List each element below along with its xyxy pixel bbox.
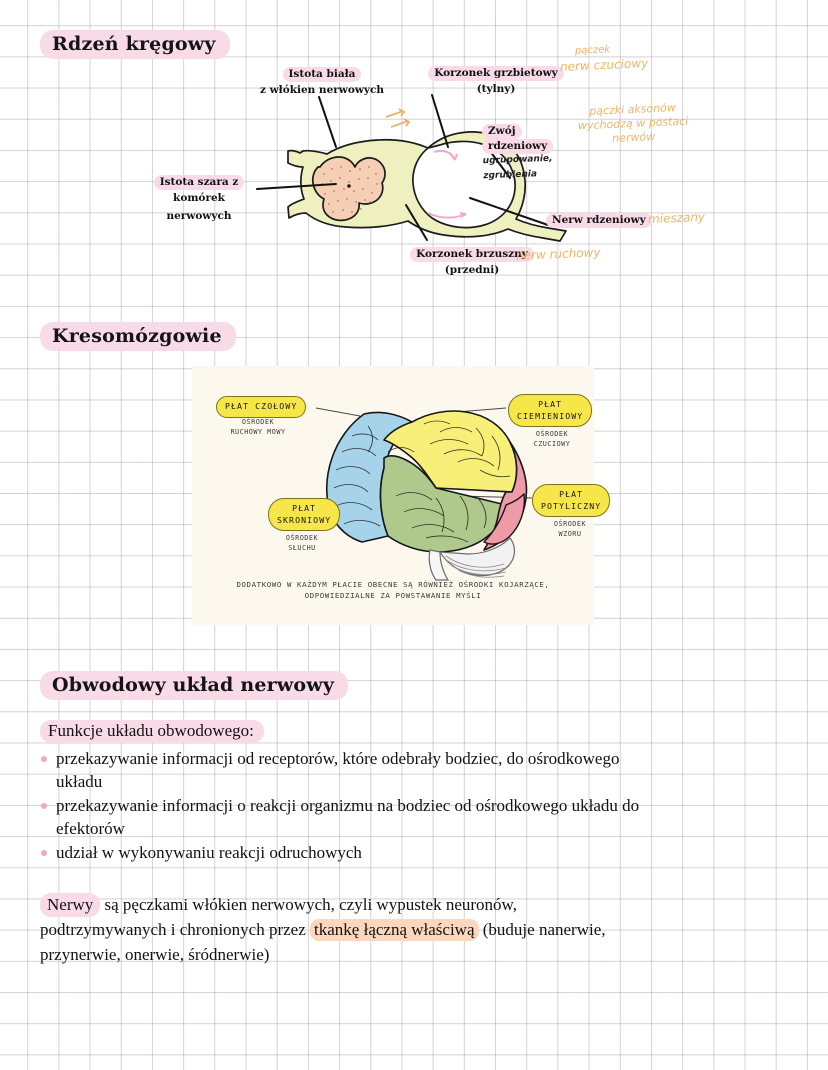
subtitle-temporal-lobe-line2: SŁUCHU bbox=[288, 543, 316, 552]
functions-list: przekazywanie informacji od receptorów, … bbox=[40, 747, 640, 864]
subtitle-occipital-lobe-line1: OŚRODEK bbox=[553, 520, 587, 528]
label-white-matter-line2: z włókien nerwowych bbox=[260, 84, 384, 96]
label-spinal-ganglion-line1: Zwój bbox=[482, 124, 522, 139]
nerves-paragraph-part2: są pęczkami włókien nerwowych, czyli wyp… bbox=[40, 895, 517, 939]
badge-temporal-lobe-line2: SKRONIOWY bbox=[277, 514, 332, 525]
brain-footnote: DODATKOWO W KAŻDYM PŁACIE OBECNE SĄ RÓWN… bbox=[192, 579, 594, 601]
badge-parietal-lobe-line2: CIEMIENIOWY bbox=[517, 410, 584, 421]
label-ventral-root-line2: (przedni) bbox=[444, 264, 500, 276]
badge-parietal-lobe[interactable]: PŁAT CIEMIENIOWY bbox=[508, 394, 593, 427]
list-item: udział w wykonywaniu reakcji odruchowych bbox=[40, 841, 640, 864]
label-ventral-root-line1: Korzonek brzuszny bbox=[410, 247, 534, 262]
label-white-matter: Istota biała z włókien nerwowych bbox=[252, 67, 392, 100]
subtitle-parietal-lobe-line1: OŚRODEK bbox=[535, 430, 569, 438]
subtitle-occipital-lobe: OŚRODEK WZORU bbox=[536, 520, 604, 539]
handwritten-ganglion-note-line2: zgrubienia bbox=[483, 169, 538, 182]
subtitle-occipital-lobe-line2: WZORU bbox=[558, 529, 582, 538]
subtitle-frontal-lobe: OŚRODEK RUCHOWY MOWY bbox=[214, 418, 302, 437]
nerves-paragraph-highlight: tkankę łączną właściwą bbox=[310, 919, 479, 941]
list-item: przekazywanie informacji od receptorów, … bbox=[40, 747, 640, 793]
label-dorsal-root: Korzonek grzbietowy (tylny) bbox=[426, 66, 566, 99]
handwritten-mixed: mieszany bbox=[647, 209, 706, 227]
badge-parietal-lobe-line1: PŁAT bbox=[538, 399, 563, 409]
subtitle-frontal-lobe-line2: RUCHOWY MOWY bbox=[230, 427, 286, 436]
badge-occipital-lobe-line2: POTYLICZNY bbox=[541, 500, 602, 511]
spinal-cord-illustration bbox=[256, 94, 567, 242]
brain-footnote-line1: DODATKOWO W KAŻDYM PŁACIE OBECNE SĄ RÓWN… bbox=[236, 580, 550, 589]
label-gray-matter-line1: Istota szara z bbox=[153, 175, 245, 190]
brain-footnote-line2: ODPOWIEDZIALNE ZA POWSTAWANIE MYŚLI bbox=[304, 591, 482, 600]
label-gray-matter-line3: nerwowych bbox=[166, 210, 232, 222]
peripheral-body: Funkcje układu obwodowego: przekazywanie… bbox=[40, 720, 640, 967]
heading-telencephalon: Kresomózgowie bbox=[40, 322, 236, 351]
handwritten-bud: pączek bbox=[574, 44, 611, 57]
brain-illustration bbox=[315, 407, 533, 581]
handwritten-ganglion-note: ugrupowanie, zgrubienia bbox=[482, 152, 553, 184]
badge-temporal-lobe[interactable]: PŁAT SKRONIOWY bbox=[268, 498, 341, 531]
label-ventral-root: Korzonek brzuszny (przedni) bbox=[392, 247, 552, 280]
label-spinal-ganglion: Zwój rdzeniowy bbox=[482, 124, 554, 154]
badge-frontal-lobe[interactable]: PŁAT CZOŁOWY bbox=[216, 396, 307, 418]
subtitle-parietal-lobe: OŚRODEK CZUCIOWY bbox=[514, 430, 590, 449]
badge-occipital-lobe[interactable]: PŁAT POTYLICZNY bbox=[532, 484, 611, 517]
label-spinal-nerve: Nerw rdzeniowy bbox=[546, 213, 654, 228]
label-dorsal-root-line2: (tylny) bbox=[476, 83, 516, 95]
heading-peripheral-nervous-system: Obwodowy układ nerwowy bbox=[40, 671, 349, 700]
brain-figure: PŁAT CZOŁOWY OŚRODEK RUCHOWY MOWY PŁAT C… bbox=[192, 366, 611, 625]
nerves-paragraph-part4: (buduje nanerwie, przynerwie, onerwie, ś… bbox=[40, 920, 606, 964]
subtitle-temporal-lobe-line1: OŚRODEK bbox=[285, 534, 319, 542]
list-item: przekazywanie informacji o reakcji organ… bbox=[40, 794, 640, 840]
label-white-matter-line1: Istota biała bbox=[282, 67, 362, 82]
subtitle-parietal-lobe-line2: CZUCIOWY bbox=[533, 439, 571, 448]
badge-frontal-lobe-line1: PŁAT CZOŁOWY bbox=[225, 401, 298, 411]
nerves-paragraph-keyword: Nerwy bbox=[40, 893, 101, 917]
label-gray-matter-line2: komórek bbox=[173, 192, 225, 204]
label-spinal-ganglion-line2: rdzeniowy bbox=[482, 139, 554, 154]
subtitle-frontal-lobe-line1: OŚRODEK bbox=[241, 418, 275, 426]
label-dorsal-root-line1: Korzonek grzbietowy bbox=[428, 66, 564, 81]
label-gray-matter: Istota szara z komórek nerwowych bbox=[145, 175, 253, 226]
badge-occipital-lobe-line1: PŁAT bbox=[559, 489, 584, 499]
handwritten-axon-bundles: pączki aksonów wychodzą w postaci nerwów bbox=[577, 101, 689, 148]
label-spinal-nerve-text: Nerw rdzeniowy bbox=[546, 213, 652, 228]
nerves-paragraph: Nerwy są pęczkami włókien nerwowych, czy… bbox=[40, 892, 640, 967]
spinal-cord-figure: Istota biała z włókien nerwowych Istota … bbox=[0, 44, 828, 290]
subtitle-temporal-lobe: OŚRODEK SŁUCHU bbox=[264, 534, 340, 553]
handwritten-ganglion-note-line1: ugrupowanie, bbox=[482, 153, 553, 167]
functions-title: Funkcje układu obwodowego: bbox=[40, 720, 264, 743]
handwritten-axon-bundles-line3: nerwów bbox=[611, 130, 656, 145]
badge-temporal-lobe-line1: PŁAT bbox=[292, 503, 317, 513]
heading-spinal-cord: Rdzeń kręgowy bbox=[40, 30, 230, 59]
